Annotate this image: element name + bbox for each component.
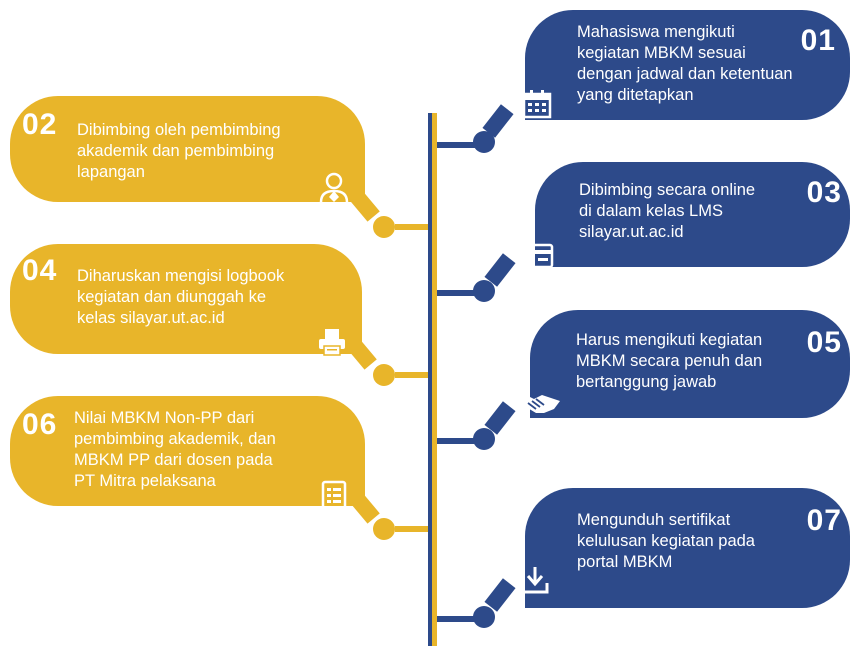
lms-card-icon — [517, 236, 557, 276]
step-text: Dibimbing secara online di dalam kelas L… — [579, 181, 756, 241]
step-text: Mengunduh sertifikat kelulusan kegiatan … — [577, 511, 755, 571]
step-number: 03 — [806, 176, 842, 209]
connector-06 — [395, 526, 428, 532]
mentor-person-icon — [314, 168, 354, 208]
node-dot-03 — [473, 280, 495, 302]
node-dot-01 — [473, 131, 495, 153]
node-dot-02 — [373, 216, 395, 238]
step-text: Nilai MBKM Non-PP dari pembimbing akadem… — [74, 409, 276, 490]
timeline-spine — [428, 113, 437, 646]
download-icon — [515, 560, 555, 600]
step-number: 06 — [22, 408, 58, 441]
step-number: 01 — [800, 24, 836, 57]
step-card-01: 01 Mahasiswa mengikuti kegiatan MBKM ses… — [522, 10, 850, 120]
node-dot-06 — [373, 518, 395, 540]
connector-03 — [437, 290, 487, 296]
step-text: Harus mengikuti kegiatan MBKM secara pen… — [576, 331, 763, 391]
step-card-05: 05 Harus mengikuti kegiatan MBKM secara … — [512, 310, 850, 418]
calendar-icon — [517, 84, 557, 124]
node-dot-05 — [473, 428, 495, 450]
node-dot-07 — [473, 606, 495, 628]
step-number: 07 — [806, 504, 842, 537]
connector-02 — [395, 224, 428, 230]
step-card-03: 03 Dibimbing secara online di dalam kela… — [520, 162, 850, 269]
step-text: Mahasiswa mengikuti kegiatan MBKM sesuai… — [577, 23, 793, 104]
connector-04 — [395, 372, 428, 378]
step-card-04: 04 Diharuskan mengisi logbook kegiatan d… — [10, 244, 362, 356]
handshake-icon — [508, 382, 564, 422]
step-card-07: 07 Mengunduh sertifikat kelulusan kegiat… — [521, 488, 850, 608]
step-text: Dibimbing oleh pembimbing akademik dan p… — [77, 121, 281, 181]
step-card-02: 02 Dibimbing oleh pembimbing akademik da… — [10, 96, 365, 203]
connector-05 — [437, 438, 487, 444]
printer-logbook-icon — [312, 322, 352, 362]
checklist-icon — [314, 476, 354, 516]
step-text: Diharuskan mengisi logbook kegiatan dan … — [77, 267, 285, 327]
connector-07 — [437, 616, 487, 622]
step-number: 02 — [22, 108, 58, 141]
step-number: 05 — [806, 326, 842, 359]
node-dot-04 — [373, 364, 395, 386]
step-card-06: 06 Nilai MBKM Non-PP dari pembimbing aka… — [10, 396, 365, 512]
connector-01 — [437, 142, 487, 148]
step-number: 04 — [22, 254, 58, 287]
